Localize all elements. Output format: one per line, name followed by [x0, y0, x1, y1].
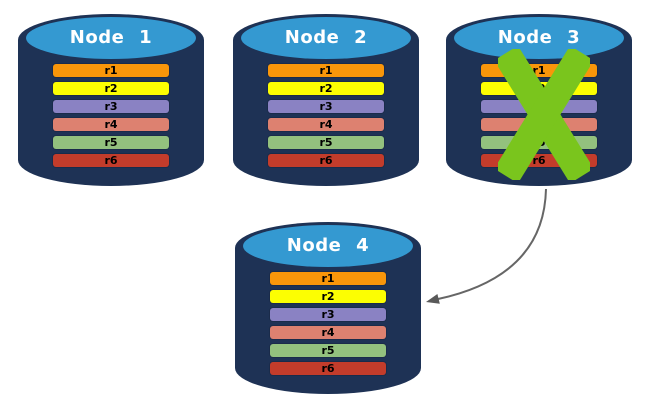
node-title: Node 4	[286, 235, 370, 256]
replica-row-r1: r1	[53, 64, 169, 77]
replica-row-r4: r4	[270, 326, 386, 339]
replica-row-r2: r2	[270, 290, 386, 303]
replica-rows: r1 r2 r3 r4 r5 r6	[16, 4, 206, 194]
replica-row-r3: r3	[270, 308, 386, 321]
node-title: Node 1	[69, 27, 153, 48]
replica-row-r1: r1	[268, 64, 384, 77]
cylinder-top	[243, 225, 413, 267]
arrowhead-icon	[426, 294, 440, 304]
node-4: Node 4 r1 r2 r3 r4 r5 r6	[233, 212, 423, 402]
replica-row-r6: r6	[53, 154, 169, 167]
replica-row-r2: r2	[53, 82, 169, 95]
replica-row-r2: r2	[268, 82, 384, 95]
node-3-failed: Node 3 r1 r2 r3 r4 r5 r6	[444, 4, 634, 194]
replica-row-r5: r5	[268, 136, 384, 149]
replica-row-r6: r6	[268, 154, 384, 167]
arrow-curve	[437, 188, 547, 300]
node-title: Node 2	[284, 27, 368, 48]
cylinder-top	[26, 17, 196, 59]
replica-row-r4: r4	[53, 118, 169, 131]
node-title: Node 3	[497, 27, 581, 48]
replica-rows: r1 r2 r3 r4 r5 r6	[231, 4, 421, 194]
replica-row-r5: r5	[53, 136, 169, 149]
replica-row-r3: r3	[53, 100, 169, 113]
node-2: Node 2 r1 r2 r3 r4 r5 r6	[231, 4, 421, 194]
replica-row-r4: r4	[268, 118, 384, 131]
replica-row-r6: r6	[270, 362, 386, 375]
cylinder-top	[241, 17, 411, 59]
replica-rows: r1 r2 r3 r4 r5 r6	[233, 212, 423, 402]
node-1: Node 1 r1 r2 r3 r4 r5 r6	[16, 4, 206, 194]
x-stroke	[498, 49, 590, 180]
replica-row-r5: r5	[270, 344, 386, 357]
replica-row-r1: r1	[270, 272, 386, 285]
failure-x-icon	[498, 49, 590, 180]
cylinder-top	[454, 17, 624, 59]
replica-row-r3: r3	[268, 100, 384, 113]
